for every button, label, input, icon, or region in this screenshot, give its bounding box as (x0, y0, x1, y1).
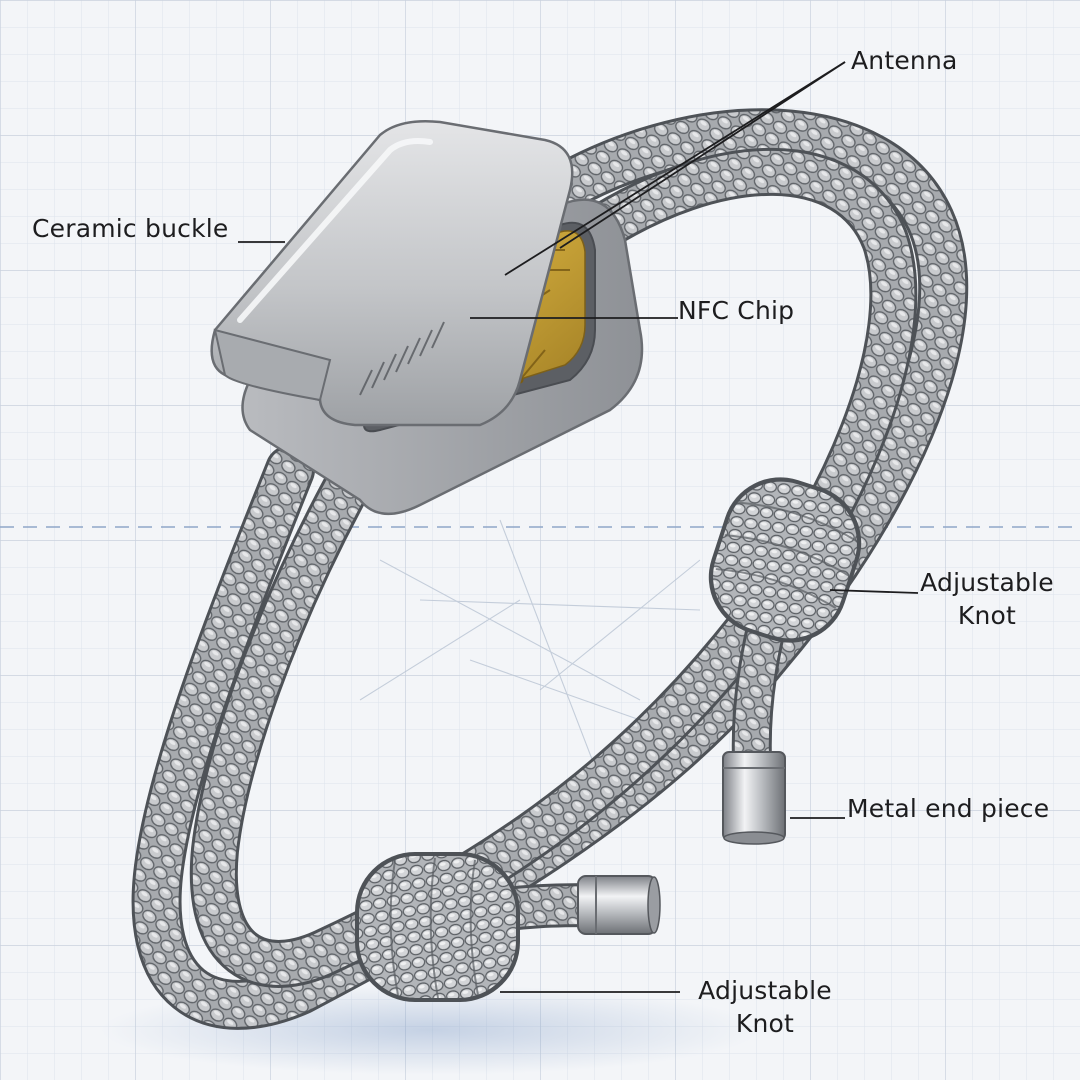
label-antenna: Antenna (851, 44, 958, 77)
metal-end-piece-right (722, 751, 786, 845)
leader-line-adjustable-knot-right (829, 589, 919, 594)
label-adjustable-knot-bottom-line1: Adjustable (698, 976, 832, 1005)
sketch-lines (359, 519, 701, 781)
label-ceramic-buckle-text: Ceramic buckle (32, 214, 229, 243)
label-ceramic-buckle: Ceramic buckle (32, 212, 229, 245)
leader-lines (238, 61, 919, 993)
label-antenna-text: Antenna (851, 46, 958, 75)
metal-end-piece-bottom (577, 875, 661, 935)
label-adjustable-knot-right-line2: Knot (957, 601, 1017, 630)
label-metal-end-piece: Metal end piece (847, 792, 1049, 825)
label-metal-end-piece-text: Metal end piece (847, 794, 1050, 823)
cord-front-strand (189, 147, 918, 988)
ceramic-buckle (210, 120, 644, 516)
label-adjustable-knot-bottom-line2: Knot (735, 1009, 795, 1038)
label-nfc-chip: NFC Chip (678, 294, 794, 327)
label-nfc-chip-text: NFC Chip (678, 296, 795, 325)
label-adjustable-knot-right-line1: Adjustable (920, 568, 1054, 597)
adjustable-knot-bottom (355, 852, 520, 1002)
leader-line-antenna (504, 61, 846, 276)
label-adjustable-knot-right: Adjustable Knot (912, 566, 1062, 632)
label-adjustable-knot-bottom: Adjustable Knot (690, 974, 840, 1040)
adjustable-knot-right (708, 477, 862, 643)
leader-line-antenna-2 (559, 61, 846, 249)
